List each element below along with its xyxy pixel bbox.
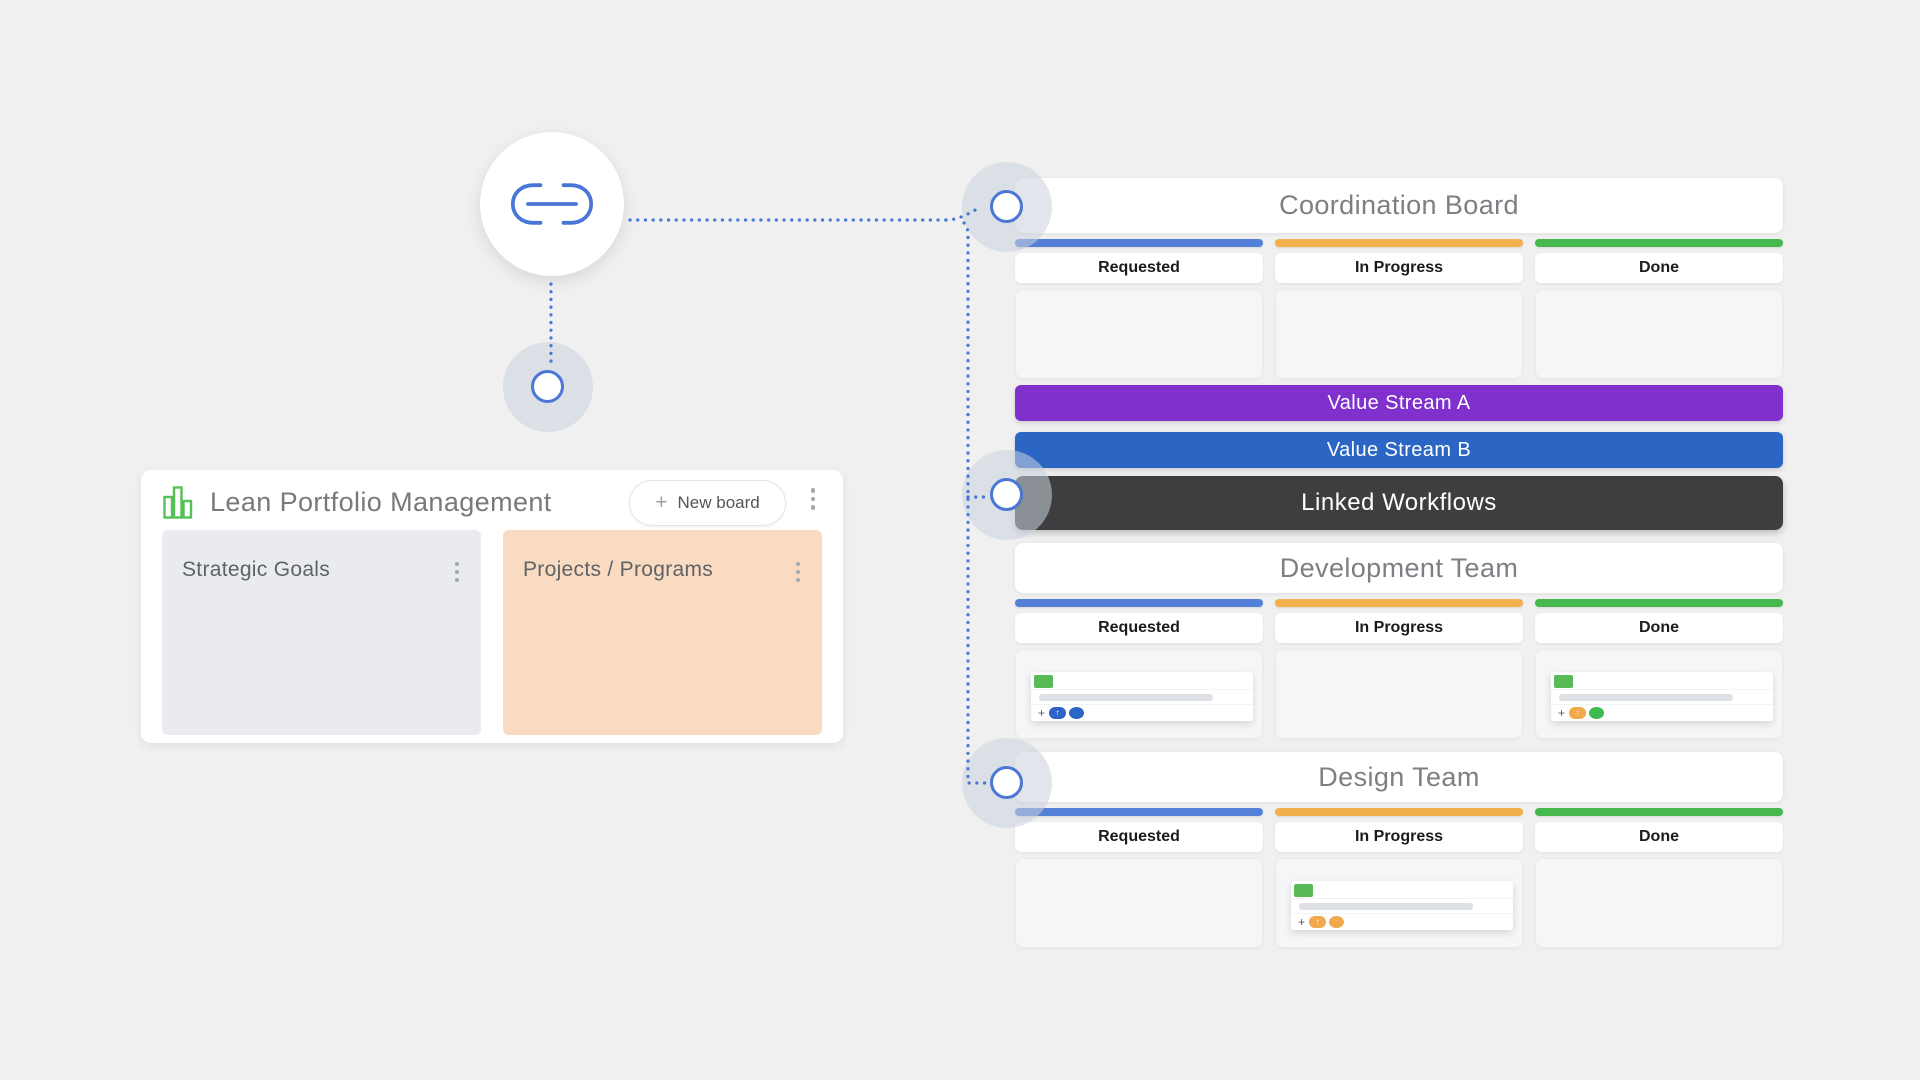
column-kebab-menu-icon[interactable] — [796, 562, 800, 582]
design-cell-done[interactable] — [1535, 858, 1783, 948]
column-label: Projects / Programs — [523, 558, 714, 581]
strip-in-progress — [1275, 239, 1523, 247]
board-stack: Coordination Board Requested In Progress… — [1015, 178, 1783, 948]
strip-done — [1535, 808, 1783, 816]
strip-in-progress — [1275, 808, 1523, 816]
linked-workflows-bar[interactable]: Linked Workflows — [1015, 476, 1783, 530]
coordination-column-in-progress[interactable]: In Progress — [1275, 253, 1523, 283]
design-column-in-progress[interactable]: In Progress — [1275, 822, 1523, 852]
design-column-done[interactable]: Done — [1535, 822, 1783, 852]
coordination-strips — [1015, 239, 1783, 247]
card-text-placeholder — [1039, 693, 1213, 701]
strip-done — [1535, 599, 1783, 607]
portfolio-column-projects-programs[interactable]: Projects / Programs — [503, 530, 822, 735]
card-text-placeholder — [1299, 902, 1473, 910]
kanban-card[interactable]: + ↑ — [1291, 881, 1513, 930]
development-column-done[interactable]: Done — [1535, 613, 1783, 643]
development-cell-requested[interactable]: + ↑ — [1015, 649, 1263, 739]
value-stream-b-bar[interactable]: Value Stream B — [1015, 432, 1783, 468]
link-icon — [510, 183, 594, 225]
development-column-requested[interactable]: Requested — [1015, 613, 1263, 643]
plus-icon[interactable]: + — [1038, 706, 1046, 720]
design-column-requested[interactable]: Requested — [1015, 822, 1263, 852]
priority-arrow-up-icon: ↑ — [1049, 707, 1067, 719]
plus-icon[interactable]: + — [1558, 706, 1566, 720]
card-accent — [1554, 675, 1573, 688]
kanban-card[interactable]: + ↑ — [1551, 672, 1773, 721]
node-design[interactable] — [990, 766, 1023, 799]
new-board-button[interactable]: + New board — [629, 480, 786, 526]
portfolio-header: Lean Portfolio Management — [163, 480, 821, 524]
node-linked-workflows[interactable] — [990, 478, 1023, 511]
portfolio-kebab-menu-icon[interactable] — [810, 488, 815, 510]
column-label: Strategic Goals — [182, 558, 331, 581]
strip-done — [1535, 239, 1783, 247]
priority-arrow-up-icon: ↑ — [1569, 707, 1587, 719]
card-text-placeholder — [1559, 693, 1733, 701]
strip-requested — [1015, 239, 1263, 247]
plus-icon: + — [655, 490, 668, 514]
development-strips — [1015, 599, 1783, 607]
avatar — [1589, 707, 1605, 719]
design-cell-in-progress[interactable]: + ↑ — [1275, 858, 1523, 948]
design-strips — [1015, 808, 1783, 816]
link-hub-circle[interactable] — [480, 132, 624, 276]
bar-chart-icon — [163, 485, 193, 519]
strip-requested — [1015, 808, 1263, 816]
coordination-board-title[interactable]: Coordination Board — [1015, 178, 1783, 233]
column-kebab-menu-icon[interactable] — [455, 562, 459, 582]
card-accent — [1294, 884, 1313, 897]
coordination-cell-done[interactable] — [1535, 289, 1783, 379]
portfolio-title: Lean Portfolio Management — [210, 486, 552, 517]
coordination-cell-in-progress[interactable] — [1275, 289, 1523, 379]
priority-arrow-up-icon: ↑ — [1309, 916, 1327, 928]
strip-requested — [1015, 599, 1263, 607]
portfolio-card: Lean Portfolio Management + New board St… — [141, 470, 843, 743]
kanban-card[interactable]: + ↑ — [1031, 672, 1253, 721]
design-cell-requested[interactable] — [1015, 858, 1263, 948]
avatar — [1069, 707, 1085, 719]
development-column-in-progress[interactable]: In Progress — [1275, 613, 1523, 643]
plus-icon[interactable]: + — [1298, 915, 1306, 929]
portfolio-column-strategic-goals[interactable]: Strategic Goals — [162, 530, 481, 735]
design-team-title[interactable]: Design Team — [1015, 752, 1783, 802]
coordination-cell-requested[interactable] — [1015, 289, 1263, 379]
node-portfolio[interactable] — [531, 370, 564, 403]
value-stream-a-bar[interactable]: Value Stream A — [1015, 385, 1783, 421]
card-accent — [1034, 675, 1053, 688]
node-coordination[interactable] — [990, 190, 1023, 223]
development-cell-done[interactable]: + ↑ — [1535, 649, 1783, 739]
strip-in-progress — [1275, 599, 1523, 607]
new-board-label: New board — [677, 493, 760, 512]
development-cell-in-progress[interactable] — [1275, 649, 1523, 739]
coordination-column-requested[interactable]: Requested — [1015, 253, 1263, 283]
coordination-column-done[interactable]: Done — [1535, 253, 1783, 283]
development-team-title[interactable]: Development Team — [1015, 543, 1783, 593]
avatar — [1329, 916, 1345, 928]
